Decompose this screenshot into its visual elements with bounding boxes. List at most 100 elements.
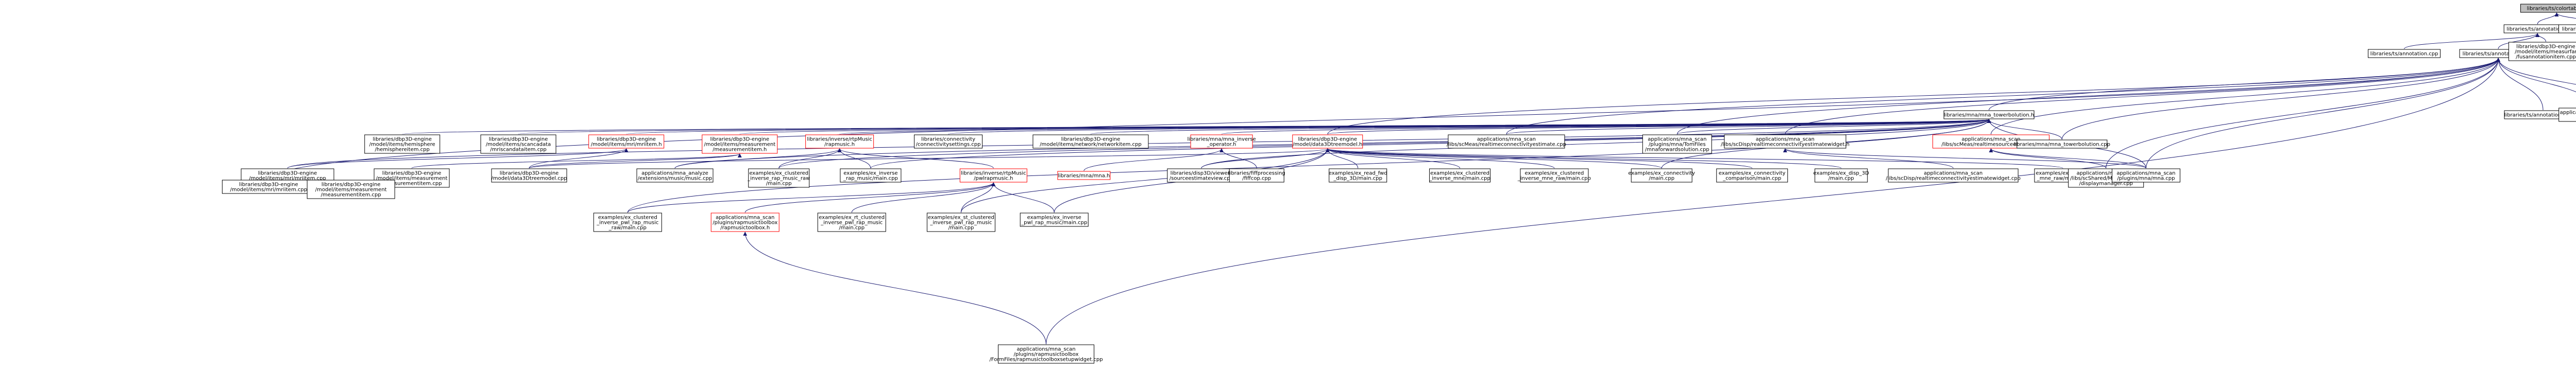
graph-node-scancadata-item[interactable]: libraries/dbp3D-engine/model/items/scanc… — [480, 134, 556, 154]
node-box — [702, 134, 778, 154]
node-box — [1642, 134, 1712, 154]
graph-edge — [1987, 119, 2062, 140]
node-label: _inverse_mne/main.cpp — [1429, 176, 1490, 182]
node-label: _operator.h — [1207, 142, 1236, 148]
graph-node-measurement-item-cpp2[interactable]: libraries/dbp3D-engine/model/items/measu… — [307, 180, 395, 199]
node-box — [1167, 168, 1236, 183]
graph-edge — [1327, 58, 2500, 135]
node-label: libraries/ts/annotationtool.cpp — [2504, 113, 2576, 118]
graph-node-rt-clustered-pwl[interactable]: examples/ex_rt_clustered_inverse_pwl_rap… — [817, 213, 886, 232]
graph-node-clustered-inverse-main[interactable]: examples/ex_clustered_inverse_mne/main.c… — [1429, 168, 1491, 183]
node-label: /extensions/music/music.cpp — [638, 176, 713, 182]
graph-node-rapmusic-setupwidget[interactable]: applications/mna_scan/plugins/rapmusicto… — [989, 344, 1103, 364]
graph-node-hemisphere-item[interactable]: libraries/dbp3D-engine/model/items/hemis… — [364, 134, 440, 154]
node-box — [491, 168, 567, 183]
graph-node-mna-inverse-operator[interactable]: libraries/mna/mna_inverse_operator.h — [1187, 134, 1256, 149]
node-label: /main.cpp — [839, 225, 865, 231]
graph-node-mna-mna-h[interactable]: libraries/mna/mna.h — [1057, 171, 1111, 180]
node-label: libraries/disp3D/viewers — [1171, 171, 1232, 176]
node-box — [2508, 42, 2576, 61]
graph-edge — [851, 182, 996, 213]
node-label: libraries/mna/mna_towerbolution.cpp — [2014, 142, 2110, 148]
graph-node-clustered-inverse-mne-raw[interactable]: examples/ex_clustered_inverse_mne_raw/ma… — [1517, 168, 1591, 183]
graph-node-mri-item-cpp2[interactable]: libraries/dbp3D-engine/model/items/mri/m… — [222, 180, 315, 194]
node-label: /libs/scMeas/realtimeconnectivityestimat… — [1447, 142, 1566, 148]
graph-node-rtpmusic-h[interactable]: libraries/inverse/rtpMusic/rapmusic.h — [805, 134, 874, 149]
node-box — [1716, 168, 1788, 183]
graph-edge — [960, 182, 996, 213]
node-label: /model/data3Dtreemodel.h — [1293, 142, 1362, 148]
node-label: applications/mna_scan — [1961, 137, 2020, 143]
graph-node-viewer-cpp[interactable]: libraries/disp3D/viewers/sourceestimatev… — [1167, 168, 1236, 183]
graph-node-st-clustered-pwl[interactable]: examples/ex_st_clustered_inverse_pwl_rap… — [926, 213, 995, 232]
graph-edge — [2496, 58, 2576, 85]
graph-node-realtimeconnectivity-h[interactable]: applications/mna_scan/libs/scDisp/realti… — [1721, 134, 1850, 149]
node-label: applications/mna_scan — [1924, 171, 1982, 176]
node-label: examples/ex_connectivity — [1719, 171, 1786, 176]
node-label: /measurementitem.h — [713, 147, 767, 153]
graph-edge — [627, 182, 996, 213]
node-label: /measurementitem.cpp — [382, 181, 442, 187]
graph-node-colortable-cpp[interactable]: libraries/ts/colortable.cpp — [2558, 24, 2576, 33]
graph-edge — [744, 182, 996, 213]
graph-node-read-fwd-disp3d[interactable]: examples/ex_read_fwd_disp_3D/main.cpp — [1329, 168, 1387, 183]
graph-node-mriitem-h[interactable]: libraries/dbp3D-engine/model/items/mri/m… — [588, 134, 665, 149]
graph-node-annotationitem-cpp[interactable]: libraries/dbp3D-engine/model/items/measu… — [2508, 42, 2576, 61]
graph-edge — [870, 119, 1991, 169]
graph-node-forwardsolution-scan[interactable]: applications/mna_scan/plugins/mna/TomFil… — [1642, 134, 1712, 154]
graph-node-network-item[interactable]: libraries/dbp3D-engine/model/items/netwo… — [1032, 134, 1149, 149]
graph-edge — [1785, 58, 2500, 135]
node-label: /displaymanager.cpp — [2079, 181, 2133, 187]
graph-node-mna-towerbolution-h[interactable]: libraries/mna/mna_towerbolution.h — [1943, 110, 2035, 119]
graph-node-realtimeconnectivity-widget-cpp[interactable]: applications/mna_scan/libs/scDisp/realti… — [1886, 168, 2021, 183]
graph-edge — [1326, 148, 1842, 169]
node-label: libraries/dbp3D-engine — [321, 182, 381, 188]
node-box — [1329, 168, 1387, 183]
graph-node-mna-forwardsolution-cpp[interactable]: libraries/mna/mna_towerbolution.cpp — [2014, 139, 2110, 149]
node-label: libraries/mna/mna_inverse — [1187, 137, 1256, 143]
graph-edge — [1326, 148, 1753, 169]
graph-node-data3dtreemodel-h[interactable]: libraries/dbp3D-engine/model/data3Dtreem… — [1292, 134, 1363, 149]
node-label: libraries/inverse/rtpMusic — [807, 137, 872, 143]
graph-edge — [2145, 58, 2501, 169]
node-label: /mnaforwardsolution.cpp — [1645, 147, 1709, 153]
graph-node-annotation-cpp[interactable]: libraries/ts/annotation.cpp — [2368, 49, 2441, 58]
graph-node-fiffprocessing[interactable]: libraries/fiffprocessing/fiffcop.cpp — [1228, 168, 1285, 183]
node-box — [748, 168, 810, 188]
graph-node-connectivity-comparison[interactable]: examples/ex_connectivity_comparison/main… — [1716, 168, 1788, 183]
graph-node-clustered-inverse-pwl-raw[interactable]: examples/ex_clustered_inverse_pwl_rap_mu… — [593, 213, 662, 232]
graph-node-measurement-item-h[interactable]: libraries/dbp3D-engine/model/items/measu… — [702, 134, 778, 154]
node-label: /hemisphereitem.cpp — [375, 147, 430, 153]
graph-edge — [2061, 58, 2501, 140]
graph-node-dbpdoxtt-main[interactable]: applications/mna_dbpdoxttt/main.cpp — [2558, 108, 2576, 122]
node-label: applications/mna_scan — [2077, 171, 2136, 176]
graph-node-disp3d-main[interactable]: examples/ex_disp_3D/main.cpp — [1814, 168, 1870, 183]
graph-node-connectivity-settings[interactable]: libraries/connectivity/connectivitysetti… — [914, 134, 983, 149]
graph-node-clustered-inverse-rap-music-raw[interactable]: examples/ex_clustered_inverse_rap_music_… — [747, 168, 810, 188]
nodes-layer: libraries/ts/colortable.hlibraries/ts/an… — [222, 4, 2576, 364]
node-label: libraries/dbp3D-engine — [1298, 137, 1357, 143]
node-label: /libs/scMeas/realtimesourceestimate.h — [1941, 142, 2040, 148]
node-label: examples/ex_clustered — [598, 215, 657, 221]
graph-node-mna-analyze[interactable]: applications/mna_analyze/extensions/musi… — [636, 168, 714, 183]
graph-node-connectivity-main[interactable]: examples/ex_connectivity/main.cpp — [1628, 168, 1695, 183]
node-label: libraries/dbp3D-engine — [710, 137, 769, 143]
graph-node-inverse-pwl-main[interactable]: examples/ex_inverse_pwl_rap_music/main.c… — [1020, 213, 1089, 227]
graph-edge — [2404, 33, 2540, 49]
graph-node-rtpmusic-toolbox-h[interactable]: applications/mna_scan/plugins/rapmusicto… — [710, 213, 779, 232]
node-label: _inverse_pwl_rap_music — [929, 220, 992, 226]
node-label: /measurementitem.cpp — [321, 192, 381, 198]
graph-node-inverse-rap-music-main[interactable]: examples/ex_inverse_rap_music/main.cpp — [840, 168, 902, 183]
graph-node-data3dtreemodel-cpp[interactable]: libraries/dbp3D-engine/model/data3Dtreem… — [491, 168, 567, 183]
node-box — [2558, 108, 2576, 122]
graph-node-realtimeconnectivity-cpp[interactable]: applications/mna_scan/libs/scMeas/realti… — [1447, 134, 1566, 149]
node-box — [2016, 139, 2108, 149]
node-label: /model/items/measurfar — [2515, 49, 2576, 55]
graph-node-annotationtool-cpp[interactable]: libraries/ts/annotationtool.cpp — [2504, 110, 2576, 119]
node-label: libraries/dbp3D-engine — [258, 171, 317, 176]
graph-edge — [674, 148, 842, 169]
graph-node-rtpmusic-inverse-h[interactable]: libraries/inverse/rtpMusic/pwlrapmusic.h — [959, 168, 1027, 183]
graph-node-mnescan-mne-cpp[interactable]: applications/mna_scan/plugins/mna/mna.cp… — [2111, 168, 2180, 183]
node-box — [959, 168, 1027, 183]
node-box — [1888, 168, 2019, 183]
